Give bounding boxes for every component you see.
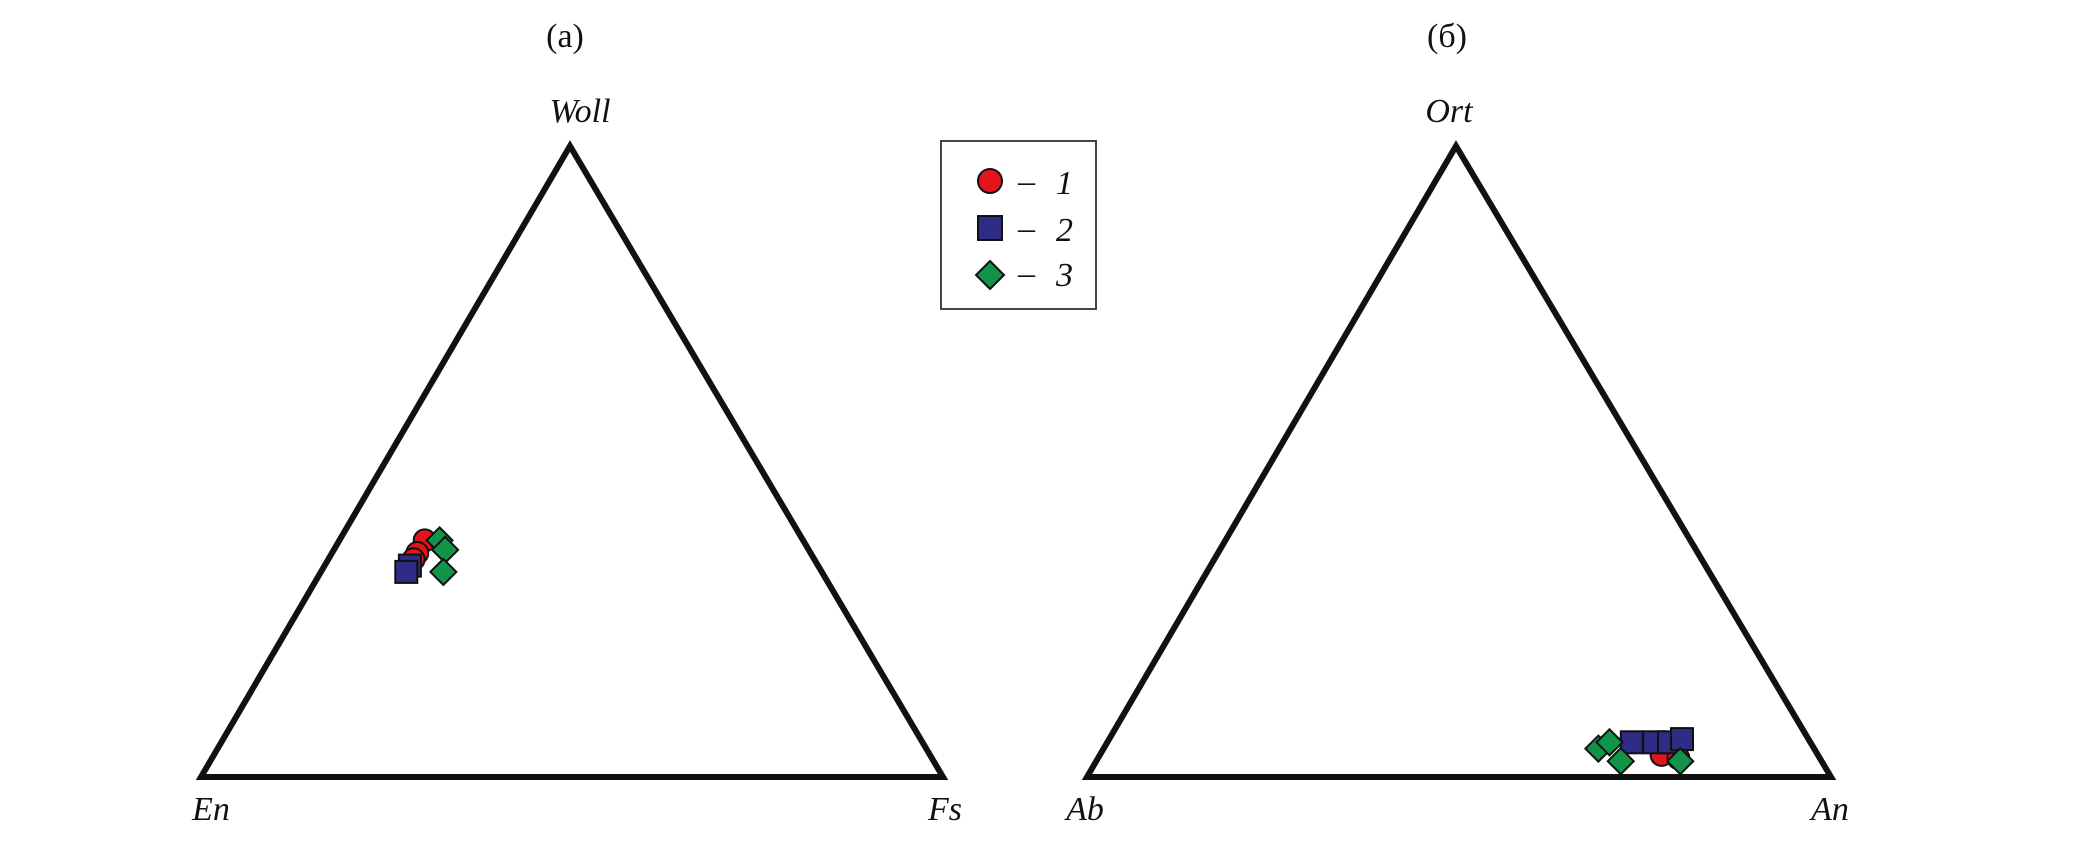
panel-b-triangle [1081, 140, 1837, 780]
panel-b-apex-top: Ort [1425, 93, 1474, 130]
panel-a-apex-top: Woll [549, 93, 610, 130]
legend-label-3: 3 [1055, 257, 1073, 294]
panel-b-point-series-3-3 [1606, 746, 1636, 776]
panel-a: (а) Woll En Fs [191, 18, 962, 828]
legend: – 1 – 2 – 3 [940, 140, 1097, 310]
panel-b: (б) Ort Ab An [1064, 18, 1849, 828]
legend-dash-3: – [1017, 255, 1036, 292]
panel-b-marks [1583, 727, 1695, 776]
panel-b-point-series-3-2 [1595, 727, 1624, 757]
legend-box [940, 140, 1097, 310]
panel-a-label: (а) [546, 18, 584, 55]
panel-b-point-series-2-1 [1619, 730, 1644, 755]
panel-a-apex-left: En [191, 791, 230, 828]
panel-a-triangle [195, 140, 949, 780]
legend-marker-square-icon [977, 215, 1003, 241]
panel-b-label: (б) [1427, 18, 1467, 55]
legend-dash-1: – [1017, 163, 1036, 200]
legend-dash-2: – [1017, 210, 1036, 247]
panel-b-apex-right: An [1809, 791, 1849, 828]
legend-label-2: 2 [1056, 212, 1073, 249]
panel-a-point-series-2-2 [394, 559, 419, 584]
panel-b-point-series-3-4 [1665, 746, 1695, 776]
legend-label-1: 1 [1056, 165, 1073, 202]
panel-b-apex-left: Ab [1064, 791, 1104, 828]
legend-marker-circle-icon [977, 168, 1003, 194]
panel-b-point-series-2-4 [1670, 727, 1694, 752]
legend-marker-diamond-icon [974, 259, 1006, 291]
panel-a-marks [394, 525, 460, 587]
panel-a-apex-right: Fs [927, 791, 962, 828]
panel-a-point-series-3-3 [428, 557, 458, 587]
